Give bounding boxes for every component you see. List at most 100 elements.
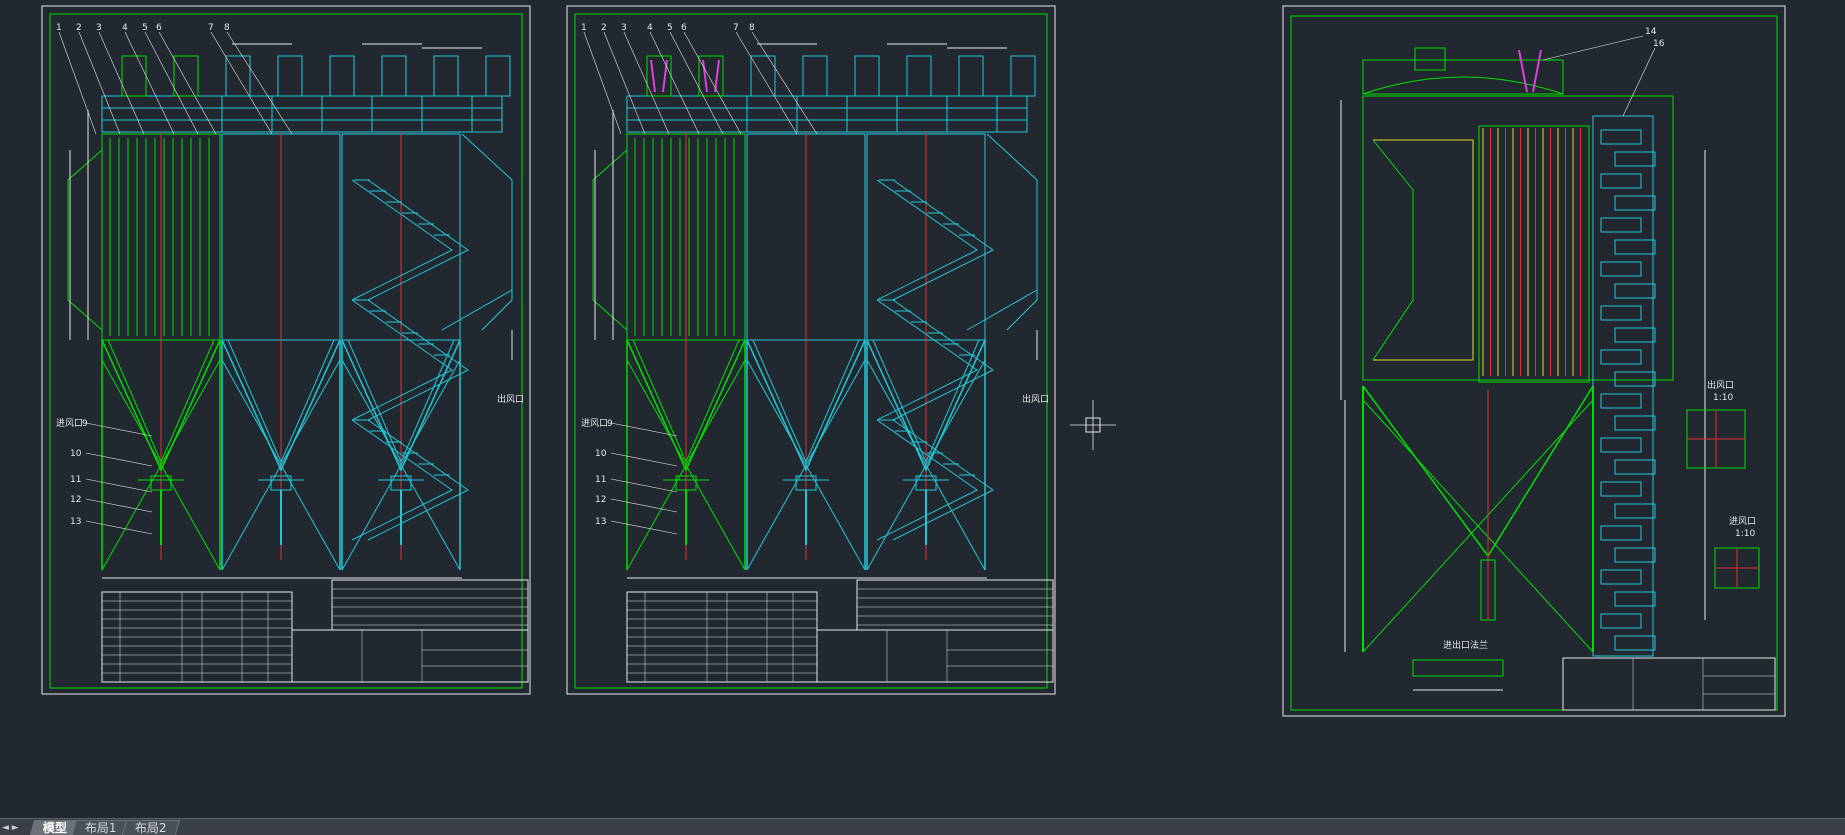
flange-label: 进出口法兰 <box>1443 639 1488 651</box>
hopper <box>107 339 215 464</box>
title-block <box>291 629 529 683</box>
tab-layout-2[interactable]: 布局2 <box>121 820 180 835</box>
bracing <box>1362 399 1594 653</box>
hopper <box>872 339 980 464</box>
parts-list-table <box>856 579 1054 631</box>
stair-platform <box>1600 349 1642 365</box>
leader-line <box>669 31 724 135</box>
leader-line <box>610 498 678 513</box>
bracing <box>866 359 986 571</box>
leader-line <box>603 31 646 135</box>
stair-platform <box>1614 415 1656 431</box>
callout-number: 7 <box>733 23 739 33</box>
leader-line <box>85 422 153 437</box>
casing <box>1362 95 1674 381</box>
stair-flight <box>367 179 469 301</box>
stair-platform <box>1600 173 1642 189</box>
sheet-outer-frame <box>566 5 1056 695</box>
inlet-box <box>67 149 103 331</box>
leader-line <box>85 452 153 467</box>
leader-line <box>1622 47 1656 117</box>
leader-line <box>751 31 818 135</box>
callout-number: 1 <box>581 23 587 33</box>
bracing <box>746 359 866 571</box>
magenta-mark <box>714 59 720 93</box>
callout-number: 6 <box>681 23 687 33</box>
sheet-inner-frame <box>574 13 1048 689</box>
inlet-duct <box>1372 139 1414 361</box>
leader-line <box>144 31 199 135</box>
leader-line <box>124 31 175 135</box>
stair-flight <box>876 299 978 421</box>
stair-platform <box>1600 129 1642 145</box>
leader-line <box>623 31 670 135</box>
stair-platform <box>1614 547 1656 563</box>
callout-number: 13 <box>70 517 81 527</box>
callout-number: 11 <box>70 475 81 485</box>
outlet-box <box>986 133 1038 331</box>
callout-number: 8 <box>749 23 755 33</box>
vent-hood <box>485 55 511 97</box>
sheet-inner-frame <box>49 13 523 689</box>
stair-platform <box>1600 261 1642 277</box>
callout-number: 4 <box>647 23 653 33</box>
vent-hood <box>802 55 828 97</box>
inlet-label: 进风口 <box>56 418 83 429</box>
leader-line <box>58 31 97 135</box>
callout-number: 14 <box>1645 27 1657 37</box>
leader-line <box>85 520 153 535</box>
vent-hood <box>277 55 303 97</box>
stair-platform <box>1614 459 1656 475</box>
detail-title: 进风口 <box>1729 516 1756 527</box>
leader-line <box>210 31 273 135</box>
leader-line <box>610 478 678 493</box>
leader-line <box>735 31 798 135</box>
bracing <box>221 359 341 571</box>
vent-hood <box>225 55 251 97</box>
callout-number: 3 <box>621 23 627 33</box>
stair-platform <box>1614 195 1656 211</box>
stair-flight <box>351 419 453 541</box>
stair-flight <box>892 299 994 421</box>
callout-number: 16 <box>1653 39 1665 49</box>
outlet-label: 出风口 <box>497 393 524 405</box>
hopper <box>626 339 746 472</box>
top-housing <box>101 95 503 133</box>
stair-platform <box>1600 613 1642 629</box>
callout-number: 12 <box>70 495 81 505</box>
outlet-box <box>461 133 513 331</box>
callout-number: 7 <box>208 23 214 33</box>
hopper <box>347 339 455 464</box>
vent-hood <box>698 55 724 97</box>
bracing <box>626 359 746 571</box>
sheet-outer-frame <box>41 5 531 695</box>
roof-arc <box>1362 76 1564 95</box>
stair-flight <box>892 419 994 541</box>
stair-flight <box>351 299 453 421</box>
callout-number: 8 <box>224 23 230 33</box>
vent-hood <box>329 55 355 97</box>
tab-layout-1[interactable]: 布局1 <box>72 820 130 835</box>
callout-number: 12 <box>595 495 606 505</box>
stair-platform <box>1600 437 1642 453</box>
hopper <box>101 339 221 472</box>
tab-scroll-arrows[interactable]: ◄ ► <box>2 823 19 833</box>
bracing <box>101 359 221 571</box>
vent-hood <box>121 55 147 97</box>
callout-number: 10 <box>595 449 607 459</box>
cad-line <box>441 289 513 331</box>
stair-platform <box>1614 591 1656 607</box>
leader-line <box>98 31 145 135</box>
stair-flight <box>367 419 469 541</box>
hopper <box>227 339 335 464</box>
callout-number: 2 <box>76 23 82 33</box>
magenta-mark <box>1532 49 1542 93</box>
detail-scale: 1:10 <box>1713 393 1733 403</box>
title-block <box>816 629 1054 683</box>
stair-platform <box>1600 569 1642 585</box>
stair-flight <box>876 179 978 301</box>
vent-hood <box>433 55 459 97</box>
stair-platform <box>1600 481 1642 497</box>
